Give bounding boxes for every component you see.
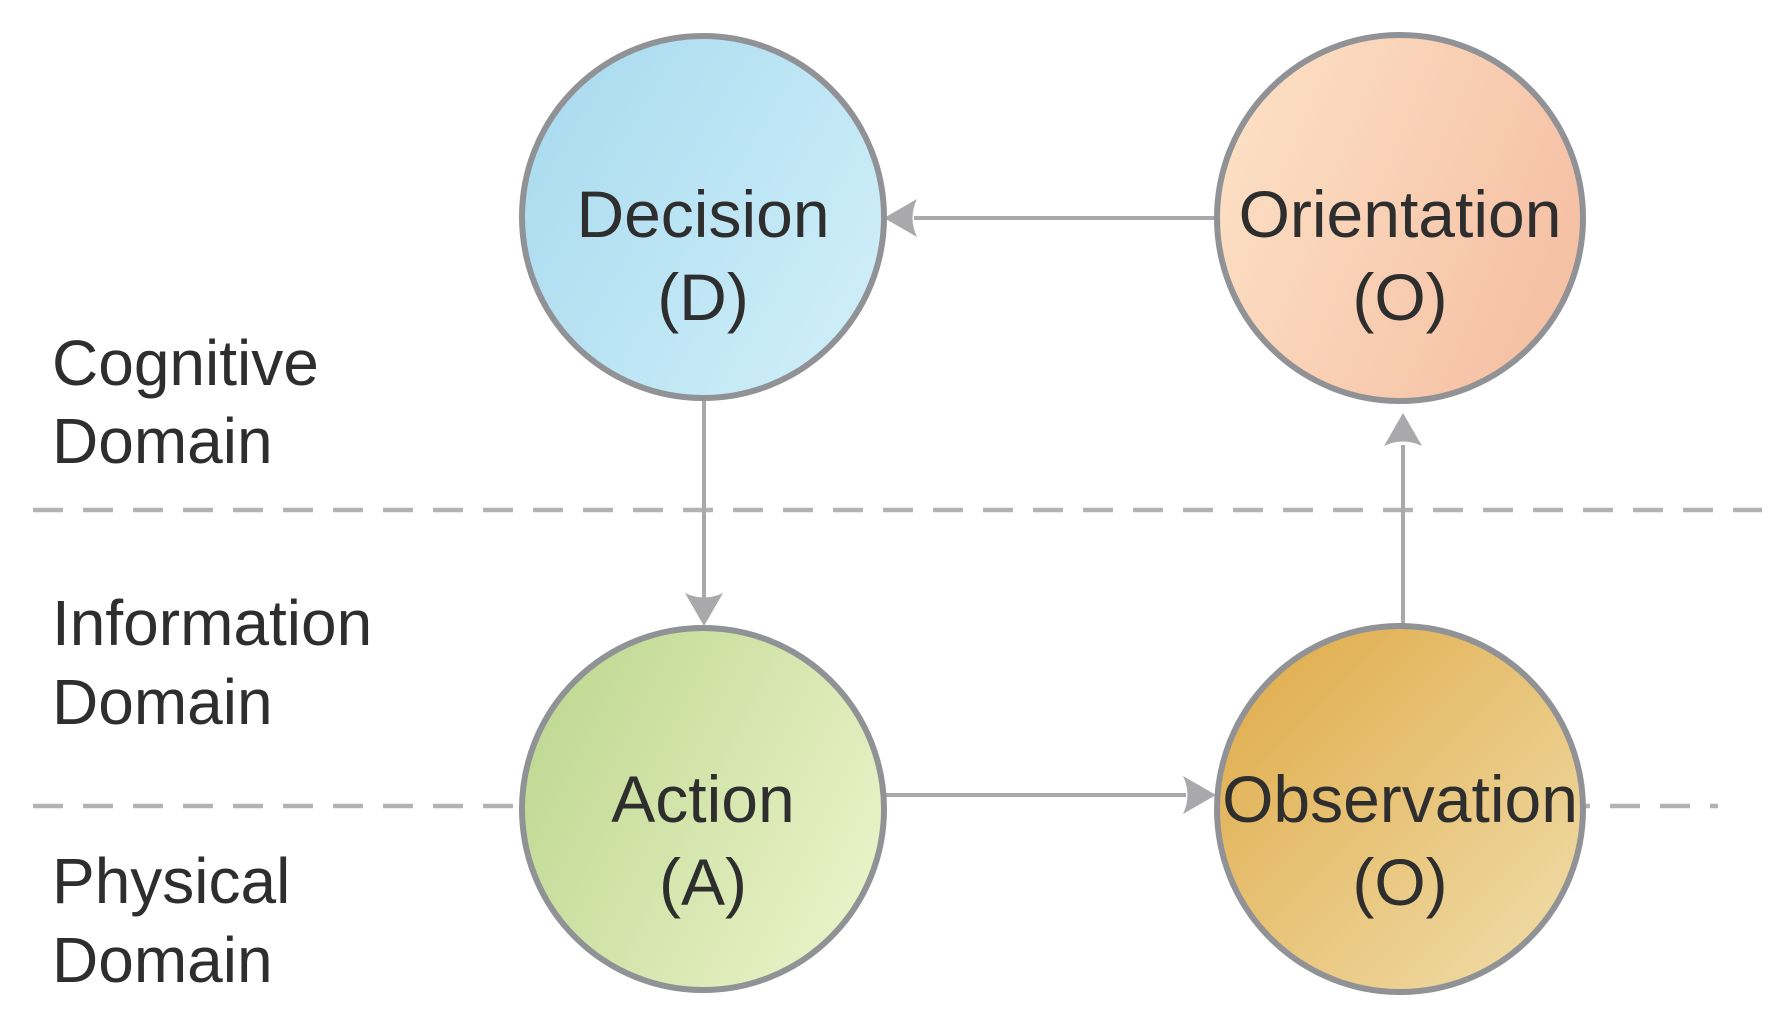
domain-separators bbox=[33, 507, 1762, 809]
arrowhead-right-icon bbox=[1183, 776, 1216, 814]
physical-domain-label-line2: Domain bbox=[52, 924, 273, 996]
arrow-shafts bbox=[702, 216, 1405, 797]
decision-label: Decision bbox=[576, 177, 829, 251]
arrowhead-left-icon bbox=[884, 199, 917, 237]
observation-label: Observation bbox=[1222, 762, 1578, 836]
observation-abbr: (O) bbox=[1352, 845, 1447, 919]
information-domain-label-line1: Information bbox=[52, 587, 372, 659]
action-label: Action bbox=[611, 762, 794, 836]
action-node bbox=[519, 625, 887, 993]
observation-node bbox=[1214, 623, 1586, 995]
labels: Decision (D) Orientation (O) Action (A) … bbox=[52, 177, 1578, 996]
nodes bbox=[519, 32, 1586, 995]
cognitive-domain-label-line1: Cognitive bbox=[52, 327, 319, 399]
orientation-abbr: (O) bbox=[1352, 260, 1447, 334]
arrowhead-up-icon bbox=[1384, 413, 1422, 446]
arrowheads bbox=[685, 199, 1422, 814]
decision-abbr: (D) bbox=[657, 260, 749, 334]
orientation-node bbox=[1214, 32, 1586, 404]
action-abbr: (A) bbox=[659, 845, 747, 919]
information-domain-label-line2: Domain bbox=[52, 666, 273, 738]
cognitive-domain-label-line2: Domain bbox=[52, 405, 273, 477]
arrowhead-down-icon bbox=[685, 593, 723, 626]
decision-node bbox=[519, 33, 887, 401]
physical-domain-label-line1: Physical bbox=[52, 845, 290, 917]
orientation-label: Orientation bbox=[1239, 177, 1562, 251]
